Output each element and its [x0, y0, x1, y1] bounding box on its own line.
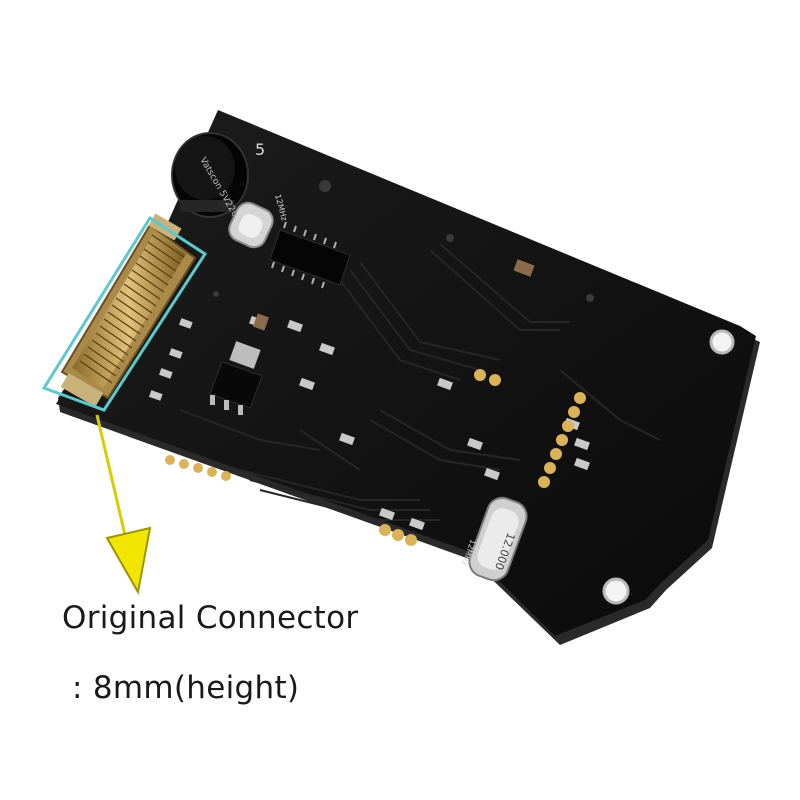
mounting-hole	[709, 329, 735, 355]
voltage-regulator	[209, 341, 263, 415]
connector-highlight-box	[41, 215, 208, 412]
crystal-oscillator-bottom: 12.000 12MHz	[460, 496, 528, 582]
pointer-arrow	[95, 414, 152, 595]
gold-pads	[165, 369, 586, 546]
pcb-board	[56, 110, 760, 645]
height-caption: : 8mm(height)	[72, 670, 300, 706]
smd-components	[148, 259, 590, 531]
mounting-hole	[602, 577, 630, 605]
capacitor: Vatscon 5V220uF	[171, 132, 249, 229]
connector-caption: Original Connector	[62, 600, 359, 636]
silkscreen-number: 5	[255, 140, 265, 159]
ic-chip	[269, 221, 351, 289]
